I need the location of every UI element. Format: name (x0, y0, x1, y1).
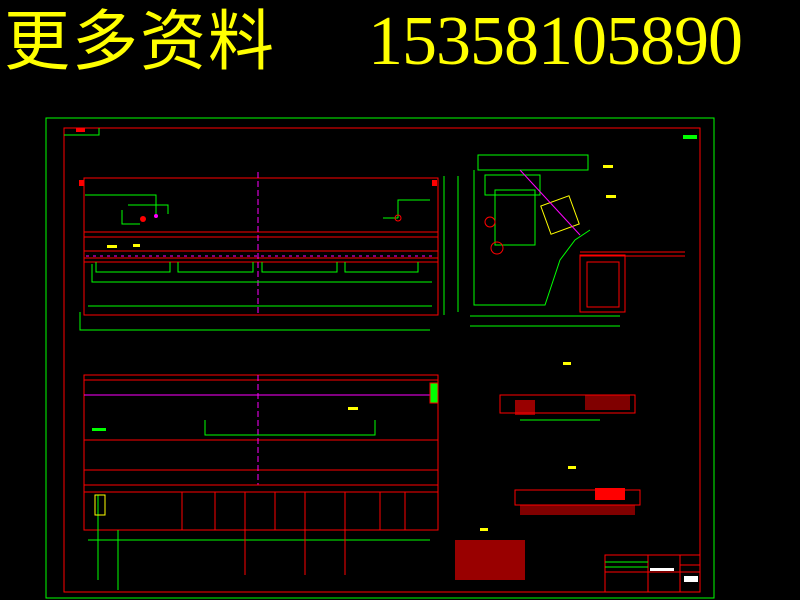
watermark-banner: 更多资料 15358105890 (0, 0, 800, 85)
banner-phone: 15358105890 (368, 3, 743, 80)
outer-frame (45, 117, 715, 599)
title-block (604, 554, 701, 593)
detail-view-a (499, 362, 636, 421)
corner-tag (64, 128, 100, 136)
plan-view (83, 374, 439, 486)
banner-text: 更多资料 (4, 3, 276, 80)
side-view (457, 154, 685, 327)
front-view (79, 172, 445, 331)
inner-frame (63, 127, 701, 593)
sheet-label (683, 135, 697, 139)
detail-view-c (455, 528, 525, 580)
base-view (83, 484, 439, 590)
detail-view-b (514, 466, 641, 515)
